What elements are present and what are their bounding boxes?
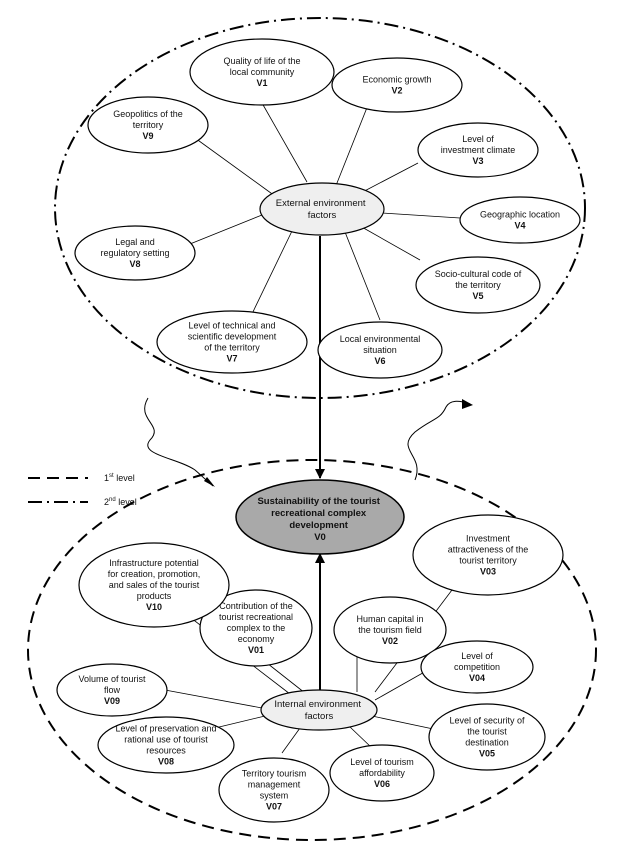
external-factor-ellipse [74,225,196,281]
internal-factor-ellipse [199,589,313,667]
hub-external-label: External environment factors [276,198,368,221]
legend: 1st level 2nd level [28,473,137,507]
external-factor-ellipse [317,321,443,379]
legend-first-level-label: 1st level [104,473,135,483]
internal-factor-ellipse [428,703,546,771]
interaction-wave-down-head [204,477,215,487]
internal-factor-ellipse [56,663,168,717]
external-factor-ellipse [189,38,335,106]
second-level-boundary [54,17,586,399]
internal-factor-ellipse [333,596,447,664]
external-factor-ellipse [417,122,539,178]
external-factor-ellipse [415,256,541,314]
goal-label: Sustainability of the tourist recreation… [257,496,382,543]
goal-ellipse [235,479,405,555]
hub-external-ellipse [259,182,385,236]
hub-internal-ellipse [260,689,378,731]
first-level-boundary [27,459,597,841]
internal-factor-ellipse [412,514,564,596]
internal-factor-ellipse [97,716,235,774]
interaction-wave-down [144,397,214,487]
internal-factor-ellipse [329,744,435,802]
external-factor-ellipse [459,196,581,244]
internal-factor-ellipse [420,640,534,694]
external-connectors [184,99,461,321]
external-factor-ellipse [87,96,209,154]
external-factor-ellipse [156,310,308,374]
internal-factor-ellipse [218,757,330,823]
legend-second-level-label: 2nd level [104,497,137,507]
interaction-wave-up-head [462,399,473,409]
interaction-wave-up [407,400,471,481]
hub-internal-label: Internal environment factors [274,699,363,722]
internal-factor-ellipse [78,542,230,628]
external-factor-ellipse [331,57,463,113]
